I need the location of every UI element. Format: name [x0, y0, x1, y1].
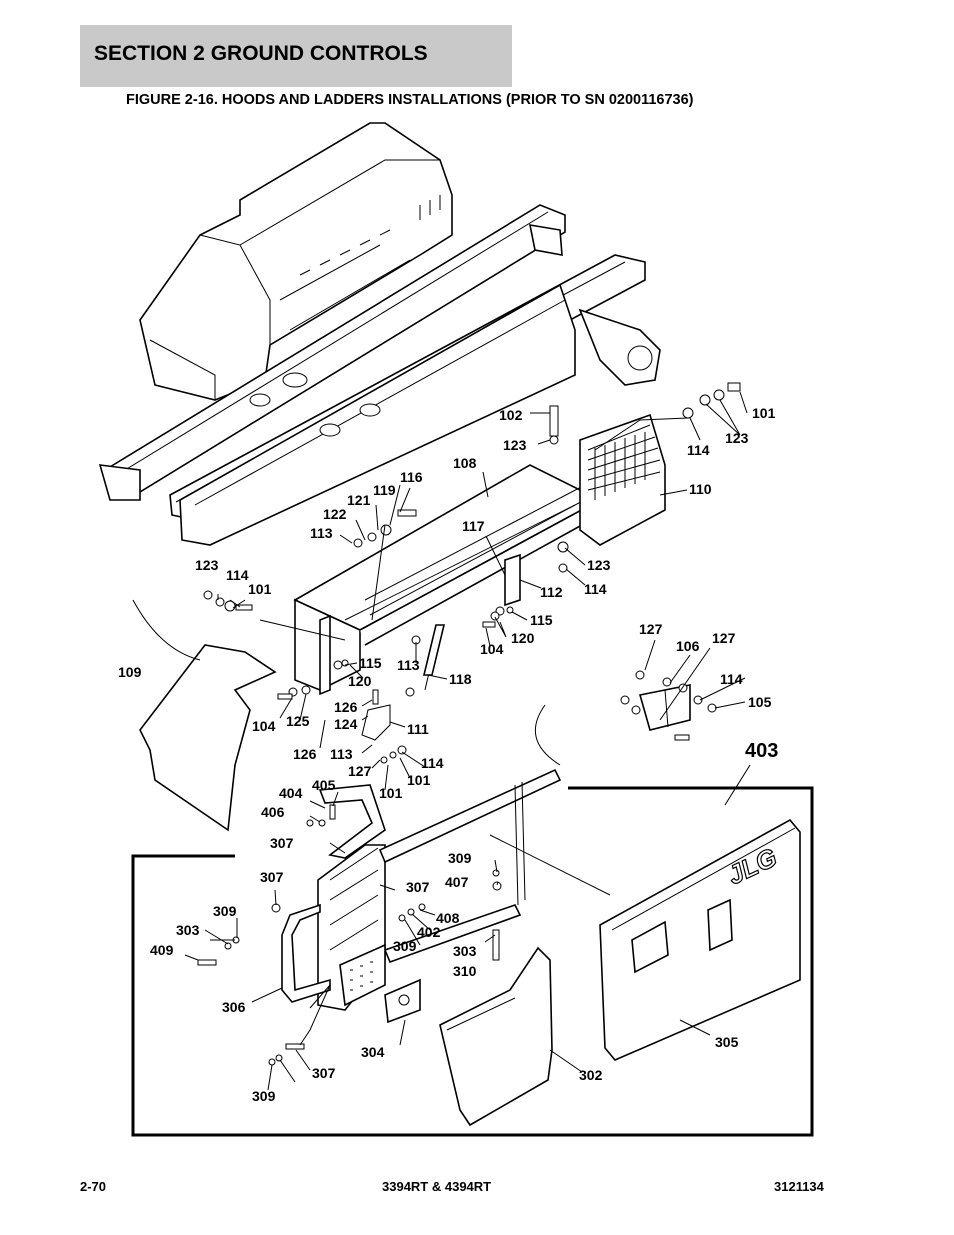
- callout-127: 114: [421, 755, 444, 771]
- callout-309: 407: [445, 874, 469, 890]
- callout-104: 104: [480, 641, 504, 657]
- callout-111: 126: [293, 746, 317, 762]
- leader-lines: [132, 391, 751, 1091]
- callout-120: 120: [511, 630, 535, 646]
- callout-125: 126: [334, 699, 358, 715]
- callout-115: 115: [530, 612, 553, 628]
- callout-113: 113: [310, 525, 333, 541]
- callout-303: 310: [453, 963, 477, 979]
- callout-120: 120: [348, 673, 372, 689]
- callout-126: 113: [330, 746, 353, 762]
- callout-115: 115: [359, 655, 382, 671]
- callout-305: 302: [579, 1067, 603, 1083]
- callout-114: 105: [748, 694, 772, 710]
- callout-118: 118: [449, 671, 472, 687]
- callout-114: 114: [226, 567, 249, 583]
- callout-117: 117: [462, 518, 485, 534]
- callout-306: 304: [361, 1044, 385, 1060]
- callout-119: 119: [373, 482, 396, 498]
- section-title: SECTION 2 GROUND CONTROLS: [94, 42, 428, 65]
- callout-409: 408: [436, 910, 460, 926]
- callout-108: 108: [453, 455, 477, 471]
- callout-307: 307: [260, 869, 284, 885]
- callout-112: 112: [540, 584, 563, 600]
- callout-307: 309: [448, 850, 472, 866]
- callout-309: 303: [176, 922, 200, 938]
- callout-123: 123: [587, 557, 611, 573]
- callout-101: 101: [752, 405, 776, 421]
- callout-403: 405: [312, 777, 336, 793]
- callout-114: 114: [687, 442, 710, 458]
- model-name: 3394RT & 4394RT: [382, 1179, 492, 1194]
- callout-104: 104: [252, 718, 276, 734]
- side-hood-panel: [139, 644, 277, 832]
- callout-307: 309: [213, 903, 237, 919]
- callout-113: 127: [348, 763, 372, 779]
- callout-408: 402: [417, 924, 441, 940]
- callout-109: 109: [118, 664, 142, 680]
- callout-labels: 101 123 114 102 123 110 108 116 119 121 …: [118, 405, 778, 1104]
- callout-101: 101: [248, 581, 272, 597]
- callout-405: 404: [279, 785, 303, 801]
- callout-126: 124: [334, 716, 358, 732]
- page-number: 2-70: [80, 1179, 107, 1194]
- callout-123: 123: [503, 437, 527, 453]
- callout-105: 403: [745, 740, 778, 762]
- callout-123: 123: [195, 557, 219, 573]
- callout-302: 307: [312, 1065, 336, 1081]
- callout-124: 111: [407, 721, 429, 737]
- hinge: [638, 684, 691, 731]
- callout-402: 309: [393, 938, 417, 954]
- step-panel-assembly: [293, 413, 666, 696]
- callout-123: 123: [725, 430, 749, 446]
- callout-114: 114: [584, 581, 607, 597]
- callout-310: 306: [222, 999, 246, 1015]
- callout-127: 106: [676, 638, 700, 654]
- callout-304: 305: [715, 1034, 739, 1050]
- callout-307: 309: [252, 1088, 276, 1104]
- callout-127: 114: [720, 671, 743, 687]
- callout-303: 409: [150, 942, 174, 958]
- callout-309: 303: [453, 943, 477, 959]
- manual-number: 3121134: [774, 1179, 824, 1194]
- callout-116: 116: [400, 469, 423, 485]
- callout-404: 406: [261, 804, 285, 820]
- callout-406: 307: [270, 835, 294, 851]
- callout-121: 121: [347, 492, 371, 508]
- callout-407: 307: [406, 879, 430, 895]
- ladder-detail-frame: [131, 768, 814, 1137]
- callout-101: 127: [639, 621, 663, 637]
- callout-113: 113: [397, 657, 420, 673]
- callout-106: 127: [712, 630, 736, 646]
- callout-114: 101: [407, 772, 431, 788]
- figure-title: FIGURE 2-16. HOODS AND LADDERS INSTALLAT…: [126, 92, 694, 108]
- callout-110: 110: [689, 481, 712, 497]
- chassis-frame: [98, 122, 661, 546]
- callout-101: 101: [379, 785, 403, 801]
- callout-120: 125: [286, 713, 310, 729]
- section-header-bar: SECTION 2 GROUND CONTROLS: [80, 25, 512, 87]
- callout-122: 122: [323, 506, 347, 522]
- callout-102: 102: [499, 407, 523, 423]
